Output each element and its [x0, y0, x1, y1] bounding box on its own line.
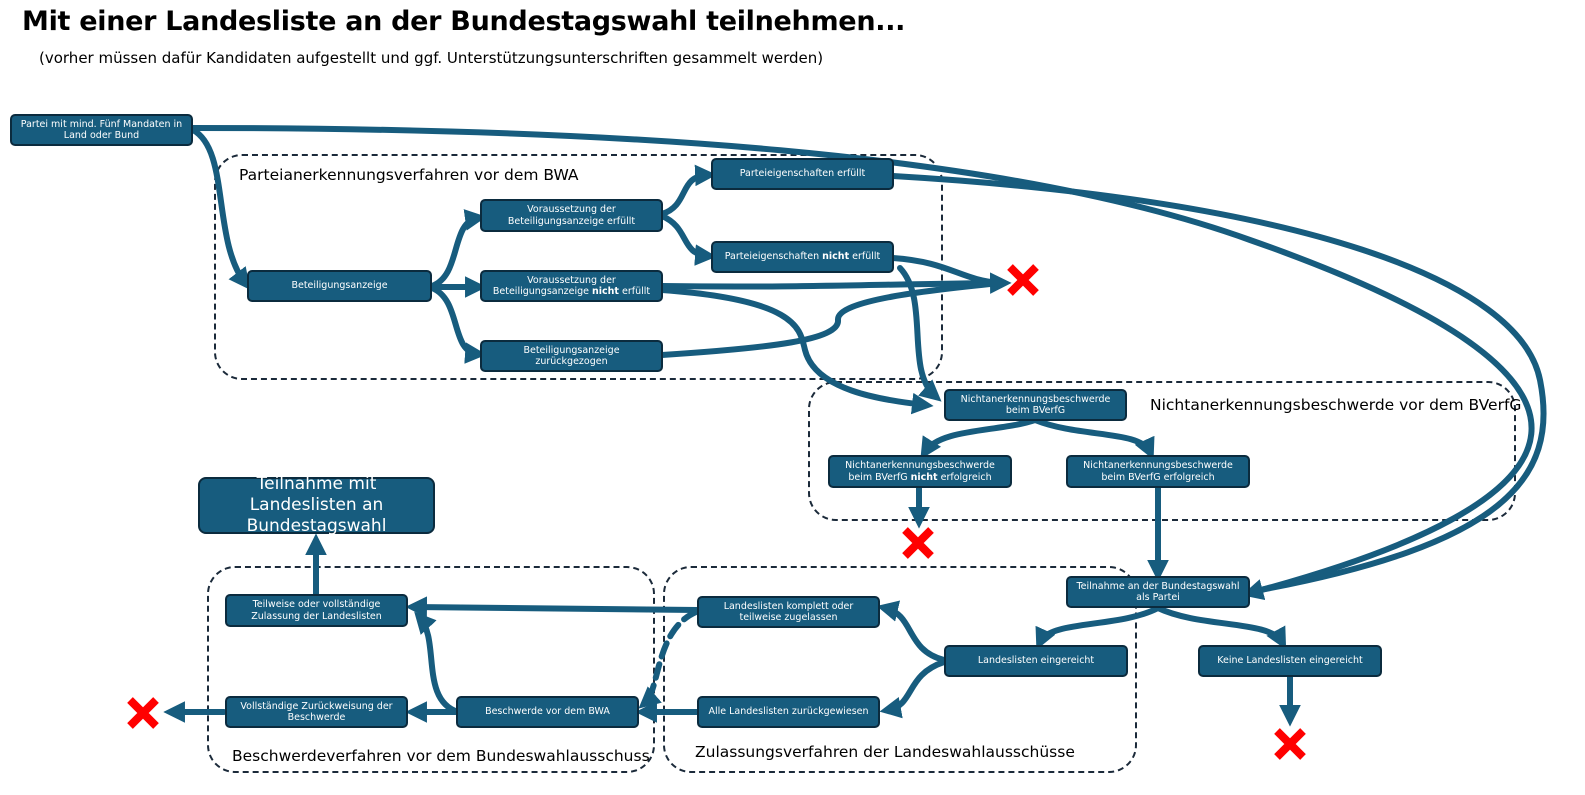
label-part: Nichtanerkennungsbeschwerde beim BVerfG …: [845, 460, 995, 483]
region-zulassung: [663, 566, 1137, 773]
stop-x-icon: [1007, 264, 1039, 296]
arrow-teilnahme-to-eingereicht: [1035, 605, 1161, 650]
arrow-eingereicht-to-zugelassen: [876, 600, 947, 663]
label-part: Voraussetzung der Beteiligungsanzeige ni…: [492, 274, 651, 298]
arrow-zugelassen-to-beschwerde-dashed: [638, 609, 699, 709]
node-landeslisten-eingereicht: Landeslisten eingereicht: [944, 645, 1128, 677]
stop-x-icon: [1274, 728, 1306, 760]
page-subtitle: (vorher müssen dafür Kandidaten aufgeste…: [39, 49, 824, 67]
node-zulassung-landeslisten: Teilweise oder vollständige Zulassung de…: [225, 594, 408, 627]
node-nab-bverfg: Nichtanerkennungsbeschwerde beim BVerfG: [944, 389, 1127, 421]
arrow-eingereicht-to-zurueckgewiesen: [879, 659, 947, 719]
node-voraussetzung-erfuellt: Voraussetzung der Beteiligungsanzeige er…: [480, 199, 663, 232]
node-beteiligungsanzeige: Beteiligungsanzeige: [247, 270, 432, 302]
stop-x-icon: [902, 527, 934, 559]
arrow-erfuellt-to-parteieig-nicht: [659, 213, 717, 266]
arrow-nab-to-erfolgreich: [1032, 417, 1155, 460]
node-vollstaendige-zurueckweisung: Vollständige Zurückweisung der Beschwerd…: [225, 696, 408, 728]
arrow-parteieigenschaften-to-teilnahme: [890, 173, 1547, 593]
arrow-beschwerde-to-zulassung: [414, 611, 461, 715]
node-keine-landeslisten: Keine Landeslisten eingereicht: [1198, 645, 1382, 677]
node-nab-nicht-erfolgreich: Nichtanerkennungsbeschwerde beim BVerfG …: [828, 455, 1012, 488]
page-title: Mit einer Landesliste an der Bundestagsw…: [22, 6, 906, 37]
node-nab-erfolgreich: Nichtanerkennungsbeschwerde beim BVerfG …: [1066, 455, 1250, 488]
arrow-parteieig-nicht-to-nab: [897, 265, 942, 402]
label-part: Parteieigenschaften nicht erfüllt: [724, 251, 881, 263]
node-teilnahme-landeslisten: Teilnahme mit Landeslisten an Bundestags…: [198, 474, 435, 536]
region-bverfg: [808, 381, 1516, 521]
region-label-beschwerde: Beschwerdeverfahren vor dem Bundeswahlau…: [232, 747, 650, 765]
arrow-anzeige-to-erfuellt: [429, 209, 487, 289]
arrow-nicht-to-stop: [659, 272, 1012, 294]
arrow-erfuellt-to-parteieig: [659, 164, 717, 217]
arrow-teilnahme-to-keine: [1155, 605, 1287, 650]
region-label-zulassung: Zulassungsverfahren der Landeswahlaussch…: [695, 743, 1075, 761]
arrow-mandate-to-teilnahme-partei: [190, 125, 1535, 601]
region-label-bwa: Parteianerkennungsverfahren vor dem BWA: [239, 166, 579, 184]
node-beschwerde-bwa: Beschwerde vor dem BWA: [456, 696, 639, 728]
arrow-nab-to-nicht-erfolgreich: [920, 417, 1038, 460]
arrow-zugelassen-to-zulassung: [405, 596, 701, 618]
node-anzeige-zurueckgezogen: Beteiligungsanzeige zurückgezogen: [480, 340, 663, 372]
arrow-nicht-to-nab: [659, 287, 934, 415]
node-partei-mandate: Partei mit mind. Fünf Mandaten in Land o…: [10, 114, 193, 146]
node-parteieigenschaften-nicht: Parteieigenschaften nicht erfüllt: [711, 241, 894, 273]
node-landeslisten-zugelassen: Landeslisten komplett oder teilweise zug…: [697, 596, 880, 628]
arrow-parteieig-nicht-to-stop: [890, 255, 1003, 286]
node-voraussetzung-nicht: Voraussetzung der Beteiligungsanzeige ni…: [480, 270, 663, 302]
node-parteieigenschaften-erfuellt: Parteieigenschaften erfüllt: [711, 158, 894, 190]
node-teilnahme-partei: Teilnahme an der Bundestagswahl als Part…: [1066, 576, 1250, 608]
arrow-anzeige-to-zurueck: [429, 285, 487, 364]
node-alle-zurueckgewiesen: Alle Landeslisten zurückgewiesen: [697, 696, 880, 728]
region-label-bverfg: Nichtanerkennungsbeschwerde vor dem BVer…: [1150, 396, 1522, 414]
region-beschwerde: [207, 566, 655, 773]
arrow-zurueck-to-stop: [659, 280, 1003, 358]
stop-x-icon: [127, 697, 159, 729]
arrow-mandate-to-anzeige: [190, 127, 251, 290]
